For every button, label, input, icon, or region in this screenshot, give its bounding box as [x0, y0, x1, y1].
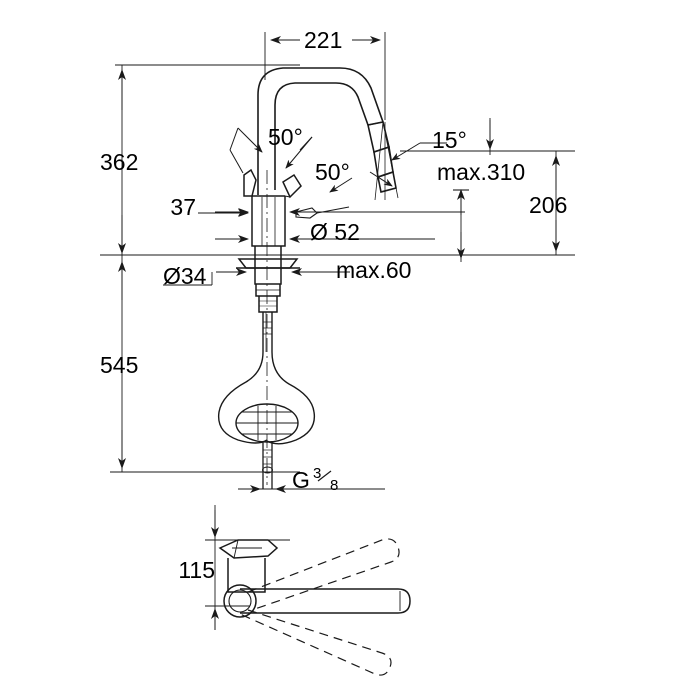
faucet-spout-outline: [257, 67, 384, 195]
pull-out-hose: [217, 312, 316, 445]
lever-swivel-range: [239, 538, 400, 676]
label-spout-reach: 221: [304, 27, 342, 53]
lever-plan-view: [218, 539, 411, 618]
label-lever-height: 115: [178, 557, 215, 583]
faucet-body: [251, 195, 286, 247]
label-angle-lever-side: 50°: [315, 159, 350, 185]
label-outlet-height: 206: [529, 192, 567, 218]
lever-handle-tilted: [282, 173, 302, 199]
hose-counterweight: [235, 403, 299, 443]
angle-leaders: [229, 121, 447, 201]
label-base-diameter: Ø34: [163, 263, 207, 289]
label-angle-lever-up: 50°: [268, 124, 303, 150]
label-total-height: 362: [100, 149, 138, 175]
extension-lines: [100, 32, 575, 612]
label-thread-size: G 3 8: [292, 465, 338, 494]
dimension-d34: [163, 268, 350, 286]
label-thread-numerator: 3: [313, 465, 321, 482]
dimension-d52: [215, 208, 465, 243]
label-thread-letter: G: [292, 467, 310, 493]
label-thread-denominator: 8: [330, 477, 338, 494]
label-max-counter-thickness: max.60: [336, 257, 411, 283]
lever-handle-up: [243, 168, 257, 197]
label-hose-length: 545: [100, 352, 138, 378]
dimension-max310: [453, 120, 494, 215]
label-max-swivel-height: max.310: [437, 159, 525, 185]
faucet-base-escutcheon: [236, 246, 300, 313]
label-handle-offset: 37: [170, 194, 196, 220]
label-angle-spout-tilt: 15°: [432, 127, 467, 153]
label-body-diameter: Ø 52: [310, 219, 360, 245]
supply-connection: [262, 441, 273, 489]
